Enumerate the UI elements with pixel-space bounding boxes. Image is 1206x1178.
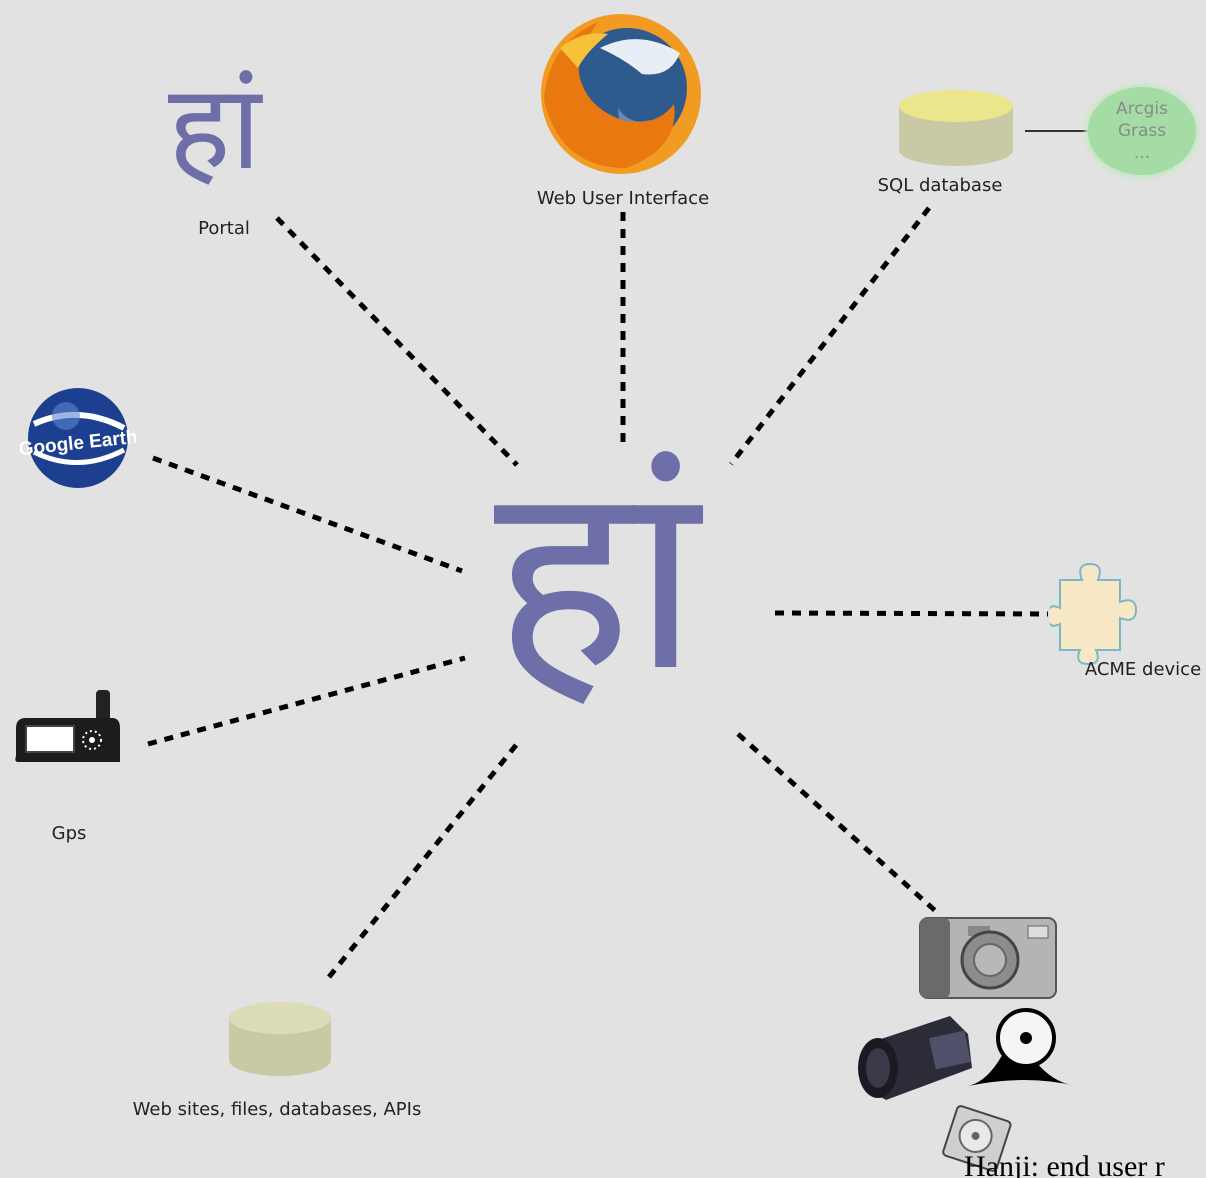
arcgis-line-1: Arcgis bbox=[1116, 99, 1168, 119]
video-camera-icon bbox=[858, 1016, 972, 1100]
arcgis-grass-bubble: Arcgis Grass ... bbox=[1088, 87, 1196, 175]
sql-database-icon bbox=[899, 90, 1013, 166]
web-ui-label: Web User Interface bbox=[536, 188, 710, 209]
arcgis-line-3: ... bbox=[1133, 143, 1151, 163]
sql-database-label: SQL database bbox=[877, 175, 1003, 196]
acme-label: ACME device bbox=[1084, 659, 1202, 680]
google-earth-icon: Google Earth bbox=[20, 388, 136, 488]
connector-media bbox=[736, 732, 942, 917]
connector-web-sites bbox=[327, 737, 523, 979]
portal-hanji-icon: हां bbox=[168, 58, 262, 196]
firefox-icon bbox=[541, 14, 701, 174]
acme-puzzle-icon bbox=[1050, 562, 1138, 666]
portal-label: Portal bbox=[198, 218, 250, 239]
connector-gps bbox=[147, 655, 466, 747]
connector-portal bbox=[275, 216, 519, 467]
gps-device-icon bbox=[15, 690, 120, 762]
connector-sql bbox=[729, 206, 931, 466]
gps-label: Gps bbox=[51, 823, 87, 844]
hard-disk-icon bbox=[942, 1105, 1012, 1172]
hanji-logo: हां bbox=[494, 427, 700, 729]
camera-icon bbox=[919, 917, 1057, 999]
arcgis-line-2: Grass bbox=[1117, 121, 1167, 141]
cd-drive-icon bbox=[968, 1008, 1076, 1086]
connector-google-earth bbox=[152, 455, 463, 574]
figure-caption: Hanji: end user r bbox=[964, 1150, 1165, 1178]
web-sites-database-icon bbox=[229, 1002, 331, 1076]
web-sites-label: Web sites, files, databases, APIs bbox=[132, 1099, 422, 1120]
connector-acme bbox=[774, 610, 1049, 617]
